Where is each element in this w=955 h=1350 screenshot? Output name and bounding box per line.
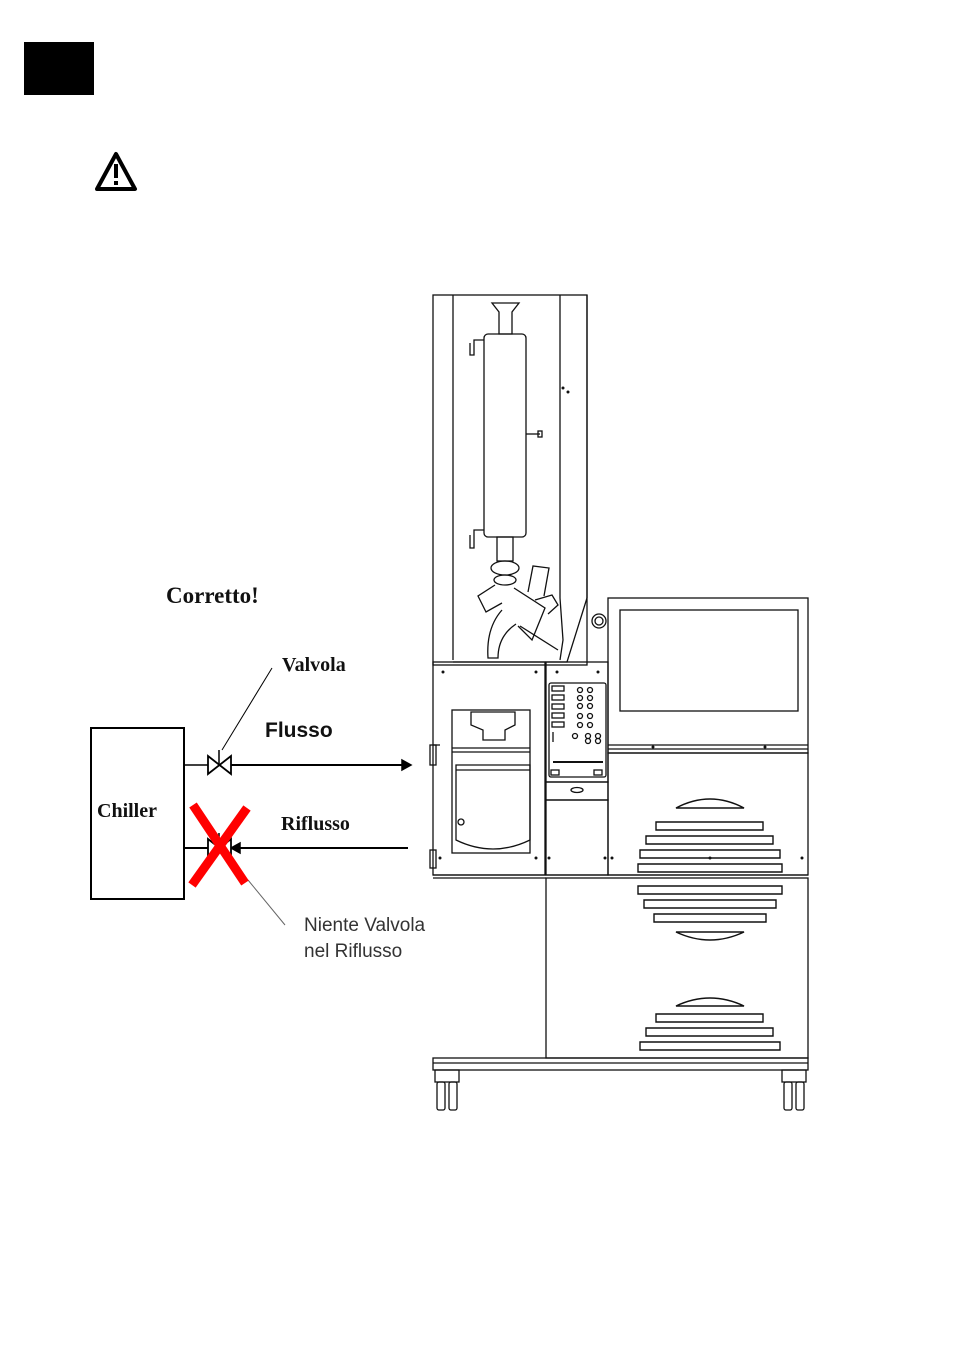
machine-drawing: [430, 295, 808, 1110]
correct-label: Corretto!: [166, 583, 259, 609]
vent-grille: [638, 799, 782, 1050]
chiller-label: Chiller: [97, 800, 157, 823]
no-valve-label-line1: Niente Valvola: [304, 915, 425, 937]
return-label: Riflusso: [281, 813, 350, 836]
flow-label: Flusso: [265, 719, 333, 743]
valve-label: Valvola: [282, 654, 346, 677]
no-valve-label-line2: nel Riflusso: [304, 941, 402, 963]
